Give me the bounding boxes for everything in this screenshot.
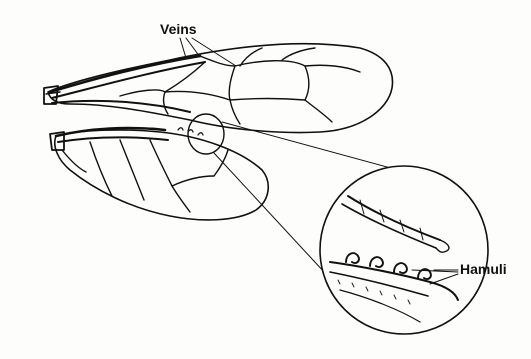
zoom-source-circle xyxy=(188,114,224,154)
hindwing xyxy=(50,128,268,220)
hindwing-hooks xyxy=(178,128,203,135)
hamuli-label: Hamuli xyxy=(460,262,507,276)
veins-label: Veins xyxy=(160,22,197,36)
zoom-inset-circle xyxy=(320,166,488,334)
